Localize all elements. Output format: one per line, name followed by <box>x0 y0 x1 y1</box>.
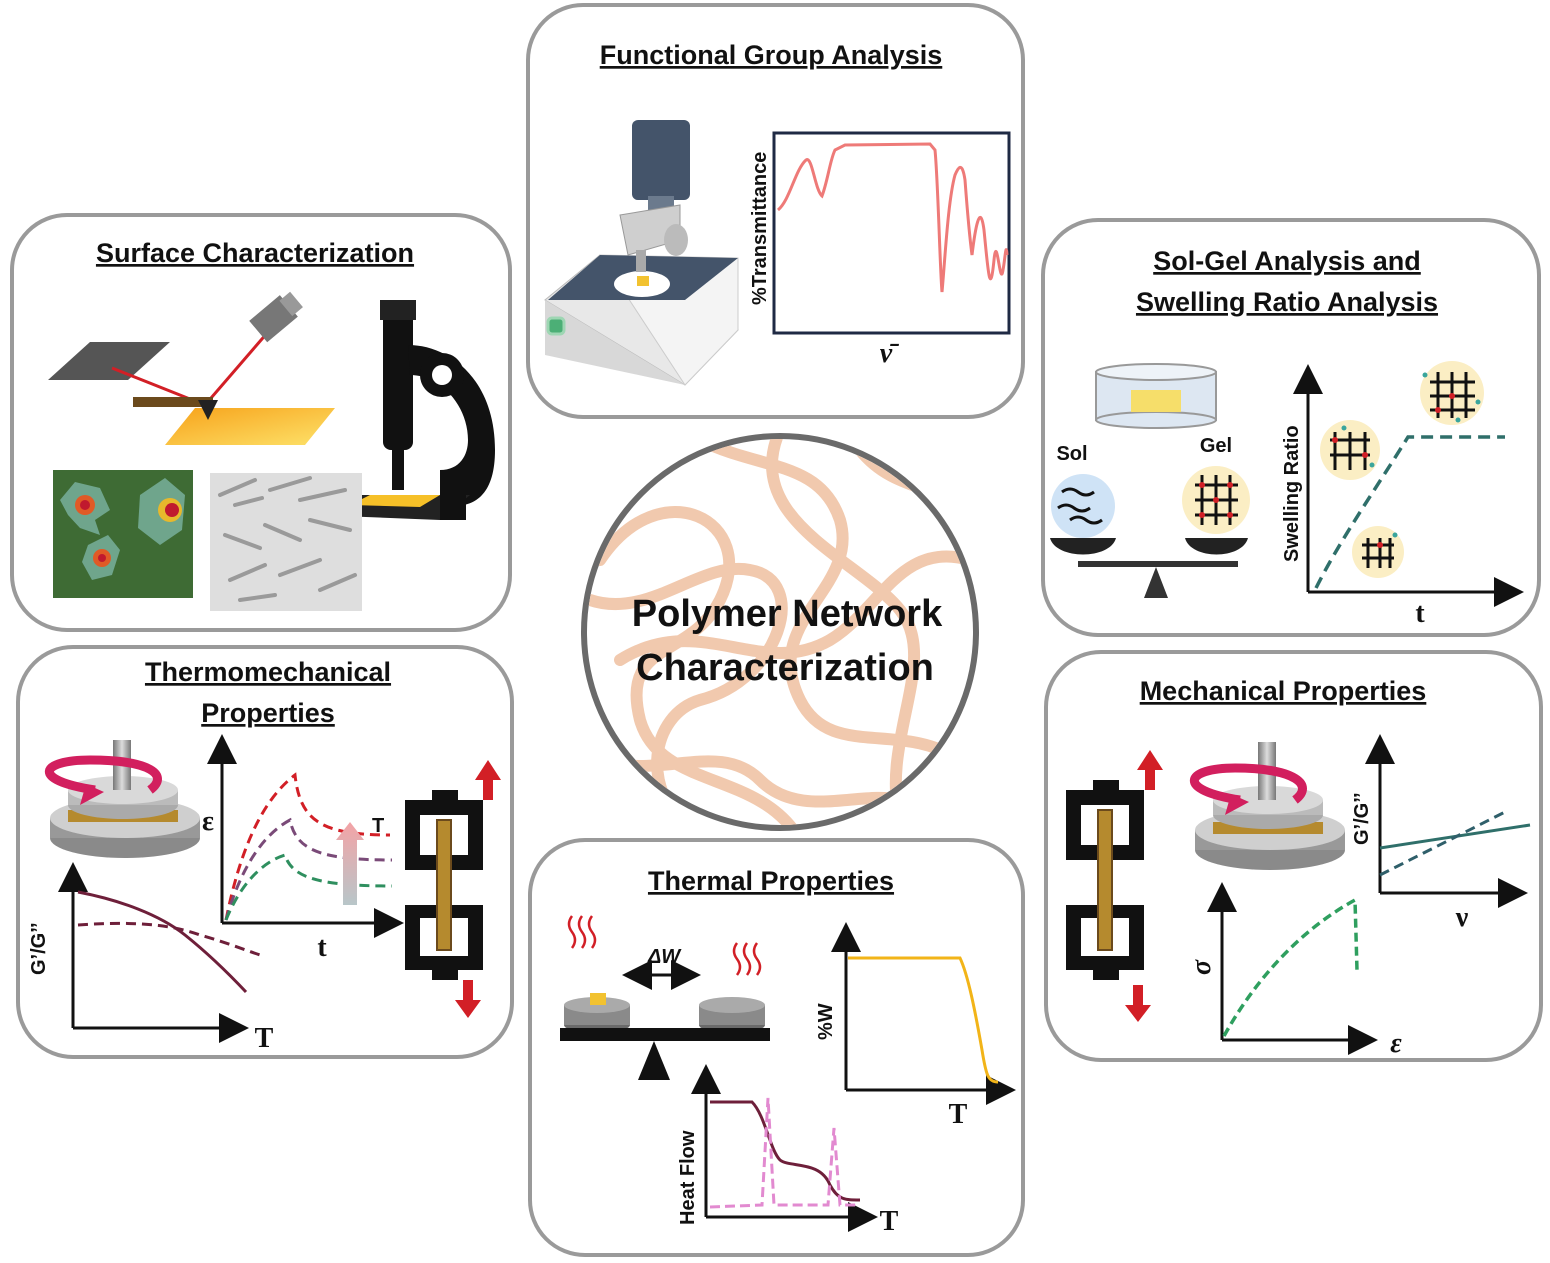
swelling-y-label: Swelling Ratio <box>1281 425 1303 562</box>
tensile-clamp-icon <box>405 760 501 1018</box>
creep-y-label: ε <box>202 806 214 837</box>
rheometer-icon <box>1189 742 1345 870</box>
afm-setup-icon <box>48 291 335 445</box>
balance-scale-icon <box>1050 466 1250 598</box>
swelling-curve <box>1314 435 1505 589</box>
ss-x-label: ε <box>1390 1028 1402 1059</box>
g-double-prime-line <box>77 921 261 957</box>
g-vs-nu-chart: G’/G’’ ν <box>1351 734 1531 933</box>
solvent-dish-icon <box>1095 363 1217 429</box>
panel-title: Surface Characterization <box>96 238 414 268</box>
creep-curve-low-t <box>224 853 393 921</box>
g-y-label: G’/G’’ <box>28 922 50 975</box>
panel-thermomechanical: Thermomechanical Properties G’/G’’ T <box>16 645 514 1059</box>
swelling-chart: Swelling Ratio t <box>1281 361 1524 629</box>
panel-title: Thermal Properties <box>648 866 894 896</box>
center-network-circle: Polymer Network Characterization <box>581 433 979 831</box>
delta-w-label: ΔW <box>647 946 682 968</box>
rheometer-icon <box>44 740 200 858</box>
sem-fibers-image <box>210 473 362 611</box>
tga-curve <box>848 956 999 1084</box>
creep-curve-mid-t <box>224 817 393 921</box>
stress-strain-chart: σ ε <box>1186 882 1402 1059</box>
panel-sol-gel: Sol-Gel Analysis and Swelling Ratio Anal… <box>1041 218 1541 637</box>
panel-title-line1: Thermomechanical <box>145 657 391 687</box>
panel-title-line2: Properties <box>201 698 335 728</box>
panel-thermal: Thermal Properties ΔW %W T <box>528 838 1025 1257</box>
dsc-y-label: Heat Flow <box>677 1130 699 1225</box>
panel-surface: Surface Characterization <box>10 213 512 632</box>
ss-y-label: σ <box>1186 959 1217 975</box>
swelling-x-label: t <box>1415 598 1425 629</box>
temperature-arrow-label: T <box>372 815 384 837</box>
panel-title-line2: Swelling Ratio Analysis <box>1136 287 1438 317</box>
polymer-chains <box>587 439 973 825</box>
creep-curve-high-t <box>224 772 391 921</box>
swollen-network-icon <box>1320 361 1484 578</box>
panel-title: Mechanical Properties <box>1140 676 1427 706</box>
tensile-clamp-icon <box>1066 750 1163 1022</box>
ir-chart: %Transmittance ν̄ <box>749 131 1011 369</box>
mech-g-double-prime-line <box>1379 810 1506 877</box>
center-title-line1: Polymer Network <box>632 593 943 635</box>
temperature-arrow-icon <box>336 822 364 905</box>
g-x-label: T <box>255 1023 274 1054</box>
dsc-dashed-curve <box>709 1097 860 1209</box>
afm-height-map-image <box>53 470 193 598</box>
stress-strain-curve <box>1222 897 1359 1037</box>
dsc-chart: Heat Flow T <box>677 1064 899 1237</box>
g-prime-line <box>77 890 248 994</box>
panel-functional-group: Functional Group Analysis %Transmittance… <box>526 3 1025 419</box>
creep-x-label: t <box>317 932 327 963</box>
panel-mechanical: Mechanical Properties <box>1044 650 1543 1062</box>
ir-spectrum-line <box>776 142 1009 293</box>
tga-y-label: %W <box>815 1003 837 1040</box>
panel-title-line1: Sol-Gel Analysis and <box>1153 246 1421 276</box>
ftir-instrument-icon <box>544 120 739 386</box>
dsc-x-label: T <box>880 1206 899 1237</box>
mech-g-y-label: G’/G’’ <box>1351 792 1373 845</box>
tga-chart: %W T <box>815 922 1016 1130</box>
creep-chart: T ε t <box>202 734 404 963</box>
ir-y-label: %Transmittance <box>749 152 771 305</box>
g-vs-t-chart: G’/G’’ T <box>28 862 274 1054</box>
mech-g-x-label: ν <box>1455 902 1469 933</box>
tga-balance-icon: ΔW <box>560 915 770 1080</box>
tga-x-label: T <box>949 1099 968 1130</box>
panel-title: Functional Group Analysis <box>600 40 943 70</box>
gel-label: Gel <box>1200 435 1232 457</box>
sol-label: Sol <box>1056 443 1087 465</box>
center-title-line2: Characterization <box>636 647 934 689</box>
